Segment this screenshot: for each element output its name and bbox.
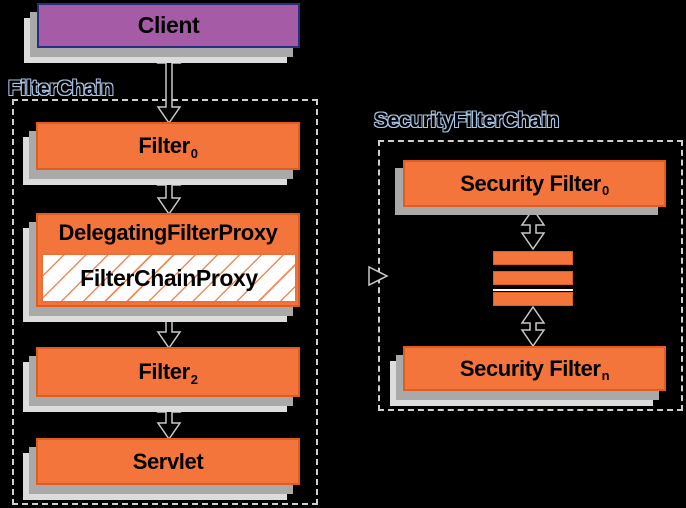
client-label: Client xyxy=(137,12,200,38)
filter0-label: Filter xyxy=(138,133,190,158)
filter0-subscript: 0 xyxy=(190,145,198,161)
elided-filter-bar xyxy=(493,251,573,265)
filterchain-group-container xyxy=(12,99,318,505)
double-arrow-icon xyxy=(156,46,182,124)
filter-chain-proxy-box: FilterChainProxy xyxy=(41,253,297,303)
servlet-box: Servlet xyxy=(36,438,300,485)
security-filter0-subscript: 0 xyxy=(601,183,609,198)
filterchain-group-label: FilterChain xyxy=(8,77,114,100)
security-filtern-subscript: n xyxy=(601,368,610,383)
double-arrow-icon xyxy=(520,306,546,347)
double-arrow-icon xyxy=(156,168,182,215)
double-arrow-icon xyxy=(156,303,182,349)
servlet-label: Servlet xyxy=(132,448,204,474)
client-box: Client xyxy=(37,3,300,48)
security-filtern-label: Security Filter xyxy=(459,355,601,381)
double-arrow-icon xyxy=(156,395,182,440)
elided-filter-bar xyxy=(493,271,573,285)
filter2-label: Filter xyxy=(138,359,190,384)
elided-filter-bar xyxy=(493,292,573,306)
delegating-filter-proxy-label: DelegatingFilterProxy xyxy=(58,220,278,245)
connector-arrow-icon xyxy=(300,265,389,287)
filter-chain-proxy-label: FilterChainProxy xyxy=(80,264,258,291)
double-arrow-icon xyxy=(520,208,546,250)
filter2-subscript: 2 xyxy=(190,371,198,387)
security-filterchain-group-label: SecurityFilterChain xyxy=(374,109,559,132)
bar-separator xyxy=(493,289,573,291)
delegating-filter-proxy-box: DelegatingFilterProxy FilterChainProxy xyxy=(36,213,300,307)
security-filter0-label: Security Filter xyxy=(460,170,601,196)
